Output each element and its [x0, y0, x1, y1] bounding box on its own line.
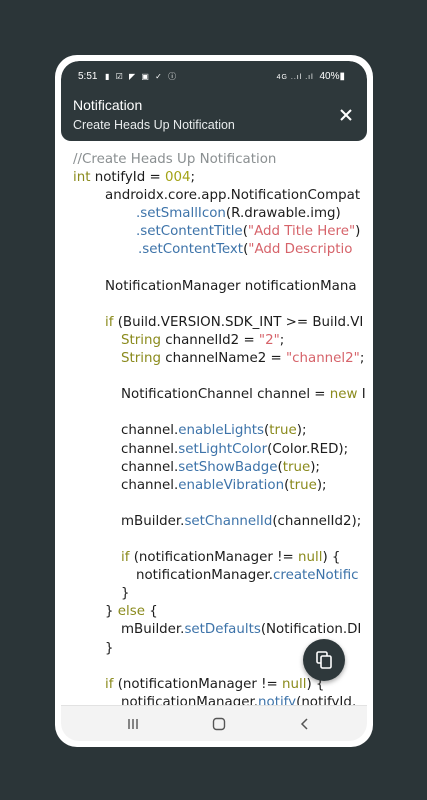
code-line: if (Build.VERSION.SDK_INT >= Build.VI: [105, 314, 364, 330]
home-button[interactable]: [199, 706, 239, 741]
code-line: channel.setShowBadge(true);: [121, 459, 320, 475]
code-line: .setContentTitle("Add Title Here"): [136, 224, 361, 240]
app-screen: 5:51 ▮ ☑ ◤ ▣ ✓ ⓘ 4G ..ıl .ıl 40%▮ Notifi…: [61, 61, 367, 741]
code-line: } else {: [105, 604, 158, 620]
code-line: .setContentText("Add Descriptio: [138, 242, 353, 258]
back-icon: [300, 718, 308, 730]
code-line: notificationManager.createNotific: [136, 568, 359, 584]
code-line: String channelName2 = "channel2";: [121, 351, 365, 367]
notification-icons: ▮ ☑ ◤ ▣ ✓ ⓘ: [105, 72, 179, 81]
system-nav-bar: [61, 705, 367, 741]
close-button[interactable]: [335, 104, 357, 126]
status-time: 5:51: [78, 71, 98, 82]
code-keyword: int: [73, 170, 91, 186]
code-line: String channelId2 = "2";: [121, 332, 285, 348]
battery-level: 40%▮: [319, 71, 345, 82]
code-line: mBuilder.setDefaults(Notification.DI: [121, 622, 362, 638]
signal-icon: 4G ..ıl .ıl: [276, 74, 314, 81]
back-button[interactable]: [285, 706, 325, 741]
close-icon: [340, 109, 352, 121]
code-line: NotificationChannel channel = new I: [121, 387, 366, 403]
code-line: [73, 296, 367, 314]
home-icon: [212, 717, 226, 731]
page-subtitle: Create Heads Up Notification: [73, 118, 235, 132]
code-line: }: [105, 640, 114, 656]
code-line: }: [121, 586, 130, 602]
code-line: channel.enableLights(true);: [121, 423, 307, 439]
code-line: androidx.core.app.NotificationCompat: [105, 188, 361, 204]
copy-button[interactable]: [303, 639, 345, 681]
code-line: [73, 368, 367, 386]
code-line: //Create Heads Up Notification: [73, 152, 277, 167]
code-line: .setSmallIcon(R.drawable.img): [136, 206, 341, 222]
app-header: 5:51 ▮ ☑ ◤ ▣ ✓ ⓘ 4G ..ıl .ıl 40%▮ Notifi…: [61, 61, 367, 141]
code-line: if (notificationManager != null) {: [105, 676, 325, 692]
code-line: NotificationManager notificationMana: [105, 278, 357, 294]
code-line: [73, 495, 367, 513]
code-line: channel.setLightColor(Color.RED);: [121, 441, 349, 457]
copy-icon: [316, 651, 332, 669]
code-line: [73, 404, 367, 422]
code-line: [73, 260, 367, 278]
page-title: Notification: [73, 97, 143, 113]
status-bar: 5:51 ▮ ☑ ◤ ▣ ✓ ⓘ 4G ..ıl .ıl 40%▮: [61, 70, 367, 86]
code-line: channel.enableVibration(true);: [121, 477, 327, 493]
status-right: 4G ..ıl .ıl 40%▮: [277, 71, 345, 82]
code-number: 004: [164, 170, 191, 186]
code-line: int notifyId = 004;: [73, 170, 196, 186]
recents-icon: [128, 719, 138, 729]
code-line: [73, 531, 367, 549]
code-line: mBuilder.setChannelId(channelId2);: [121, 513, 362, 529]
code-view[interactable]: //Create Heads Up Notification int notif…: [73, 151, 367, 711]
phone-frame: 5:51 ▮ ☑ ◤ ▣ ✓ ⓘ 4G ..ıl .ıl 40%▮ Notifi…: [55, 55, 373, 747]
recents-button[interactable]: [113, 706, 153, 741]
code-line: if (notificationManager != null) {: [121, 550, 341, 566]
